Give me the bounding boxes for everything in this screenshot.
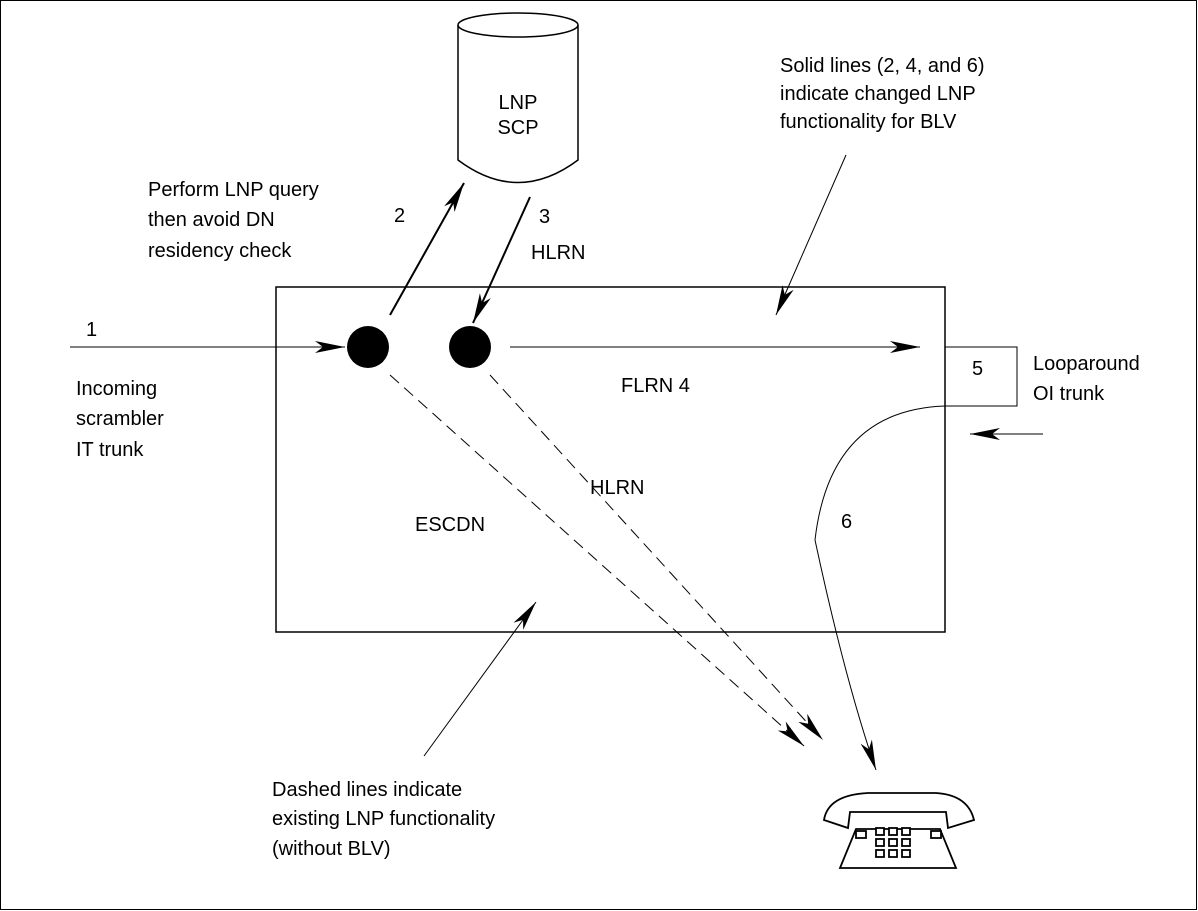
svg-text:Dashed lines indicate: Dashed lines indicate (272, 779, 462, 801)
svg-text:indicate changed LNP: indicate changed LNP (780, 83, 976, 105)
label-step5: 5 (972, 358, 983, 380)
arrow-step6 (814, 405, 946, 771)
svg-text:then avoid DN: then avoid DN (148, 209, 275, 231)
note-dashed-lines: Dashed lines indicate existing LNP funct… (272, 779, 495, 860)
label-step3: 3 (539, 206, 550, 228)
label-dashed-hlrn: HLRN (590, 477, 644, 499)
dashed-path-escdn (389, 374, 805, 747)
svg-text:functionality for BLV: functionality for BLV (780, 111, 957, 133)
telephone-icon (822, 792, 976, 869)
note-solid-lines: Solid lines (2, 4, and 6) indicate chang… (780, 55, 985, 133)
svg-text:Incoming: Incoming (76, 378, 157, 400)
note-looparound-trunk: Looparound OI trunk (1033, 353, 1140, 405)
svg-text:existing LNP functionality: existing LNP functionality (272, 808, 495, 830)
scp-label-line1: LNP (499, 92, 538, 114)
svg-text:Looparound: Looparound (1033, 353, 1140, 375)
svg-text:(without BLV): (without BLV) (272, 838, 391, 860)
label-step2: 2 (394, 205, 405, 227)
svg-text:Perform LNP query: Perform LNP query (148, 179, 319, 201)
solid-lines-note-pointer (775, 154, 847, 316)
svg-text:scrambler: scrambler (76, 408, 164, 430)
svg-text:OI trunk: OI trunk (1033, 383, 1105, 405)
svg-text:Solid lines (2, 4, and 6): Solid lines (2, 4, and 6) (780, 55, 985, 77)
label-dashed-escdn: ESCDN (415, 514, 485, 536)
label-step6: 6 (841, 511, 852, 533)
arrow-step2 (389, 182, 465, 316)
label-step3-hlrn: HLRN (531, 242, 585, 264)
dashed-lines-note-pointer (423, 601, 537, 757)
return-node (449, 326, 491, 368)
label-step1: 1 (86, 319, 97, 341)
note-incoming-trunk: Incoming scrambler IT trunk (76, 378, 164, 461)
scp-label-line2: SCP (497, 117, 538, 139)
switch-box (275, 286, 946, 633)
lnp-scp-database: LNP SCP (457, 12, 579, 184)
dashed-path-hlrn (489, 374, 824, 741)
note-query: Perform LNP query then avoid DN residenc… (148, 179, 319, 262)
looparound-trunk-box (945, 346, 1018, 407)
arrow-step3 (472, 196, 531, 324)
incoming-node (347, 326, 389, 368)
svg-text:IT trunk: IT trunk (76, 439, 144, 461)
svg-text:residency check: residency check (148, 240, 292, 262)
label-step4-flrn: FLRN 4 (621, 375, 690, 397)
